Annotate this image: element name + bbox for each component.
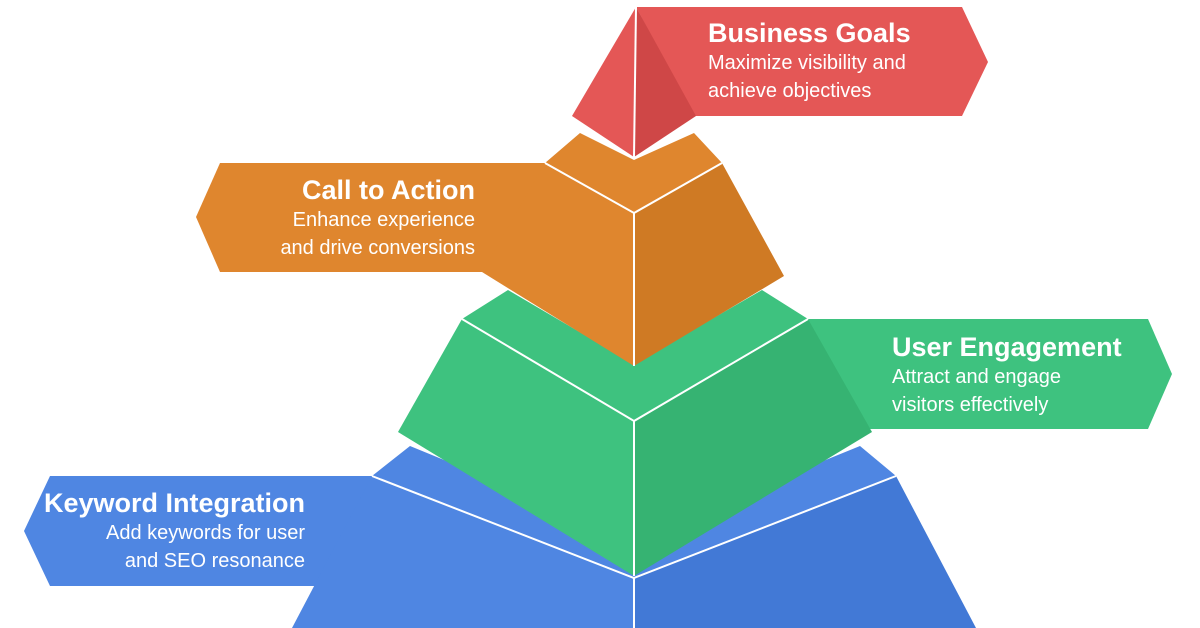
tier-user-engagement (398, 290, 1172, 576)
user-engagement-label: User Engagement Attract and engage visit… (892, 331, 1162, 419)
user-engagement-right-face (634, 319, 872, 576)
call-to-action-left-face (482, 163, 634, 366)
business-goals-banner (636, 7, 988, 116)
user-engagement-title: User Engagement (892, 332, 1122, 362)
keyword-integration-left-face (292, 476, 634, 628)
business-goals-label: Business Goals Maximize visibility and a… (708, 17, 978, 105)
tier-business-goals (572, 6, 988, 158)
call-to-action-label: Call to Action Enhance experience and dr… (205, 174, 475, 262)
call-to-action-top-band (545, 133, 722, 213)
business-goals-left-face (572, 7, 636, 157)
keyword-integration-desc-line1: Add keywords for user (106, 522, 305, 544)
keyword-integration-right-face (634, 476, 976, 628)
business-goals-title: Business Goals (708, 18, 911, 48)
business-goals-desc-line2: achieve objectives (708, 80, 872, 102)
call-to-action-banner (196, 163, 545, 272)
keyword-integration-title: Keyword Integration (43, 488, 305, 518)
user-engagement-left-face (398, 319, 634, 576)
keyword-integration-desc-line2: and SEO resonance (124, 550, 305, 572)
user-engagement-desc-line1: Attract and engage (892, 366, 1062, 388)
call-to-action-desc-line2: and drive conversions (280, 237, 475, 259)
user-engagement-banner (808, 319, 1172, 429)
keyword-integration-label: Keyword Integration Add keywords for use… (30, 487, 305, 575)
tier-call-to-action (196, 133, 784, 366)
call-to-action-desc-line1: Enhance experience (292, 209, 475, 231)
call-to-action-right-face (634, 163, 784, 366)
call-to-action-title: Call to Action (302, 175, 475, 205)
business-goals-right-face (634, 7, 696, 157)
business-goals-ridge (633, 6, 637, 158)
keyword-integration-banner (24, 476, 372, 586)
business-goals-desc-line1: Maximize visibility and (708, 52, 906, 74)
user-engagement-top-band (462, 290, 808, 421)
user-engagement-desc-line2: visitors effectively (892, 394, 1049, 416)
